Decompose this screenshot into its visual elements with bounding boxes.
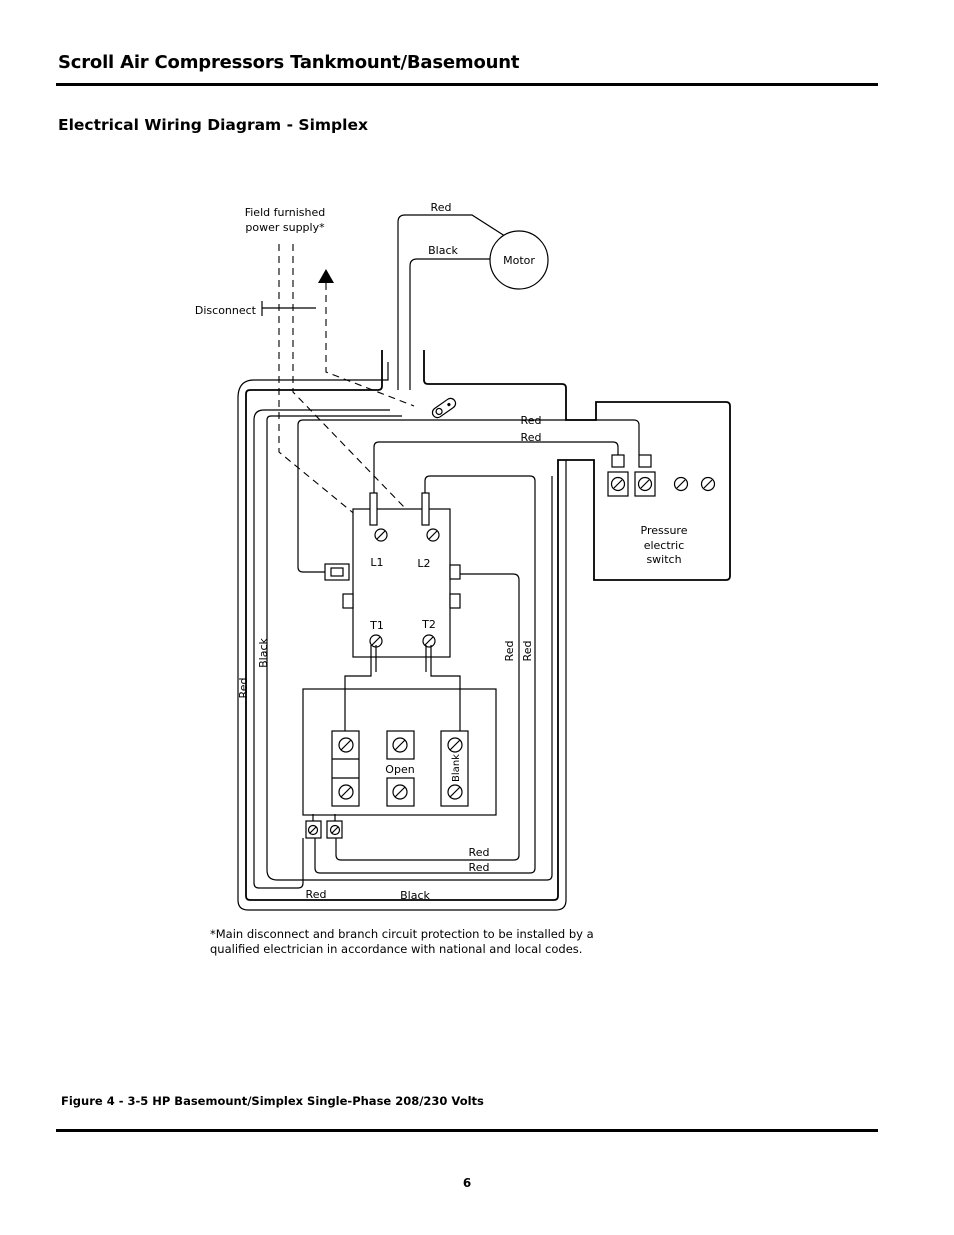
left-black-label: Black (257, 637, 270, 667)
bottom-black-label: Black (400, 889, 430, 902)
supply-ground-line (325, 283, 415, 407)
left-red-wire (253, 420, 304, 889)
right-red-label-2: Red (521, 641, 534, 662)
motor-black-label: Black (428, 244, 458, 257)
right-red-label-1: Red (503, 641, 516, 662)
page-title: Scroll Air Compressors Tankmount/Basemou… (58, 52, 520, 73)
t1-to-block-wire (344, 672, 372, 732)
footnote-line-1: *Main disconnect and branch circuit prot… (210, 927, 594, 941)
bottom-red-label-2: Red (469, 861, 490, 874)
field-supply-label-2: power supply* (245, 221, 325, 234)
supply-line-1 (278, 244, 375, 531)
open-label: Open (385, 763, 414, 776)
red-wire-right (335, 573, 520, 861)
contactor-tab-right-lower (449, 593, 461, 609)
disconnect-bar (261, 301, 316, 316)
header-rule (56, 83, 878, 86)
bottom-red-label: Red (306, 888, 327, 901)
footnote-line-2: qualified electrician in accordance with… (210, 942, 582, 956)
red-wire-to-switch (373, 441, 619, 493)
pressure-switch-label-2: electric (644, 539, 685, 552)
enclosure-outline (245, 350, 731, 901)
ground-arrow-icon (318, 269, 334, 283)
switch-lug-1 (611, 454, 625, 468)
bottom-red-label-1: Red (469, 846, 490, 859)
disconnect-label: Disconnect (195, 304, 257, 317)
supply-line-2 (292, 244, 433, 537)
pressure-switch-label-3: switch (646, 553, 681, 566)
contactor-tab-right-upper (449, 564, 461, 580)
motor-red-lead (397, 214, 509, 390)
switch-red-label-1: Red (521, 414, 542, 427)
pressure-switch-label-1: Pressure (641, 524, 688, 537)
l1-label: L1 (370, 556, 383, 569)
footer-rule (56, 1129, 878, 1132)
left-black-wire (266, 420, 553, 881)
enclosure-left-wall (237, 398, 567, 911)
motor (489, 230, 549, 290)
figure-caption: Figure 4 - 3-5 HP Basemount/Simplex Sing… (61, 1094, 484, 1108)
field-supply-label-1: Field furnished (245, 206, 326, 219)
motor-red-label: Red (431, 201, 452, 214)
motor-label: Motor (503, 254, 535, 267)
t2-to-block-wire (430, 672, 461, 732)
blank-label: Blank (451, 754, 462, 782)
l2-lug (421, 492, 430, 526)
ground-lug-icon (431, 397, 457, 419)
page-number: 6 (462, 1176, 472, 1190)
contactor-tab-left (342, 593, 354, 609)
motor-black-lead (409, 258, 490, 390)
t1-label: T1 (369, 619, 384, 632)
switch-red-label-2: Red (521, 431, 542, 444)
red-wire-l2 (314, 475, 536, 874)
left-red-label: Red (237, 678, 250, 699)
l2-label: L2 (417, 557, 430, 570)
t2-label: T2 (421, 618, 436, 631)
coil-wire (297, 419, 640, 573)
section-title: Electrical Wiring Diagram - Simplex (58, 116, 368, 134)
l1-lug (369, 492, 378, 526)
switch-lug-2 (638, 454, 652, 468)
enclosure-inner-outline (237, 362, 389, 399)
